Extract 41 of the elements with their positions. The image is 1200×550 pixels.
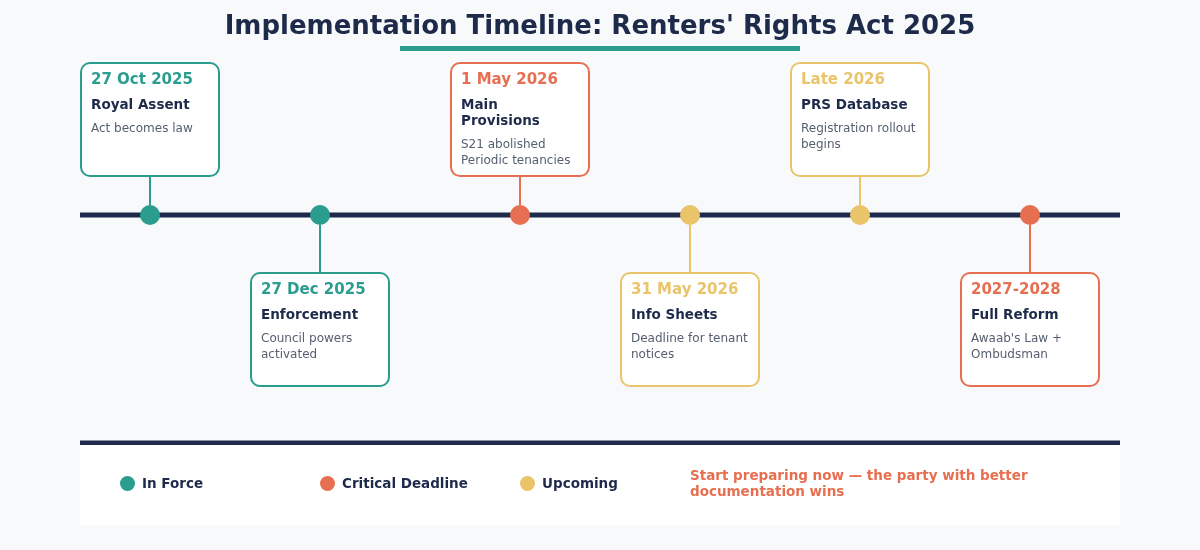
milestone-dot [310,205,330,225]
note-text: Start preparing now — the party with better documentation wins [690,467,1029,499]
milestone-card [80,62,220,177]
connector-line [689,224,691,273]
milestone-card [620,272,760,387]
milestone-title: Full Reform [971,306,1060,322]
milestone-title: Info Sheets [631,306,719,322]
legend-label: In Force [142,475,204,491]
milestone-title: Royal Assent [91,96,191,112]
milestone-card [450,62,590,177]
milestone-date: 27 Oct 2025 [91,70,194,88]
milestone-description: S21 abolished Periodic tenancies [461,136,572,168]
milestone-description: Act becomes law [91,120,194,136]
title: Implementation Timeline: Renters' Rights Act 2025 [223,10,977,40]
legend-label: Critical Deadline [342,475,468,491]
milestone-date: 31 May 2026 [631,280,740,298]
milestone-date: 27 Dec 2025 [261,280,367,298]
milestone-card [960,272,1100,387]
milestone-title: Main Provisions [461,96,541,128]
milestone-card [790,62,930,177]
legend-label: Upcoming [542,475,618,491]
milestone-dot [510,205,530,225]
milestone-dot [680,205,700,225]
milestone-description: Council powers activated [261,330,354,362]
milestone-card [250,272,390,387]
milestone-description: Deadline for tenant notices [631,330,749,362]
milestone-title: PRS Database [801,96,909,112]
milestone-description: Registration rollout begins [801,120,917,152]
connector-line [519,176,521,206]
connector-line [319,224,321,273]
milestone-date: 2027-2028 [971,280,1062,298]
connector-line [859,176,861,206]
milestone-dot [140,205,160,225]
milestone-date: Late 2026 [801,70,886,88]
milestone-date: 1 May 2026 [461,70,559,88]
milestone-description: Awaab's Law + Ombudsman [971,330,1063,362]
connector-line [1029,224,1031,273]
connector-line [149,176,151,206]
milestone-title: Enforcement [261,306,360,322]
milestone-dot [1020,205,1040,225]
milestone-dot [850,205,870,225]
